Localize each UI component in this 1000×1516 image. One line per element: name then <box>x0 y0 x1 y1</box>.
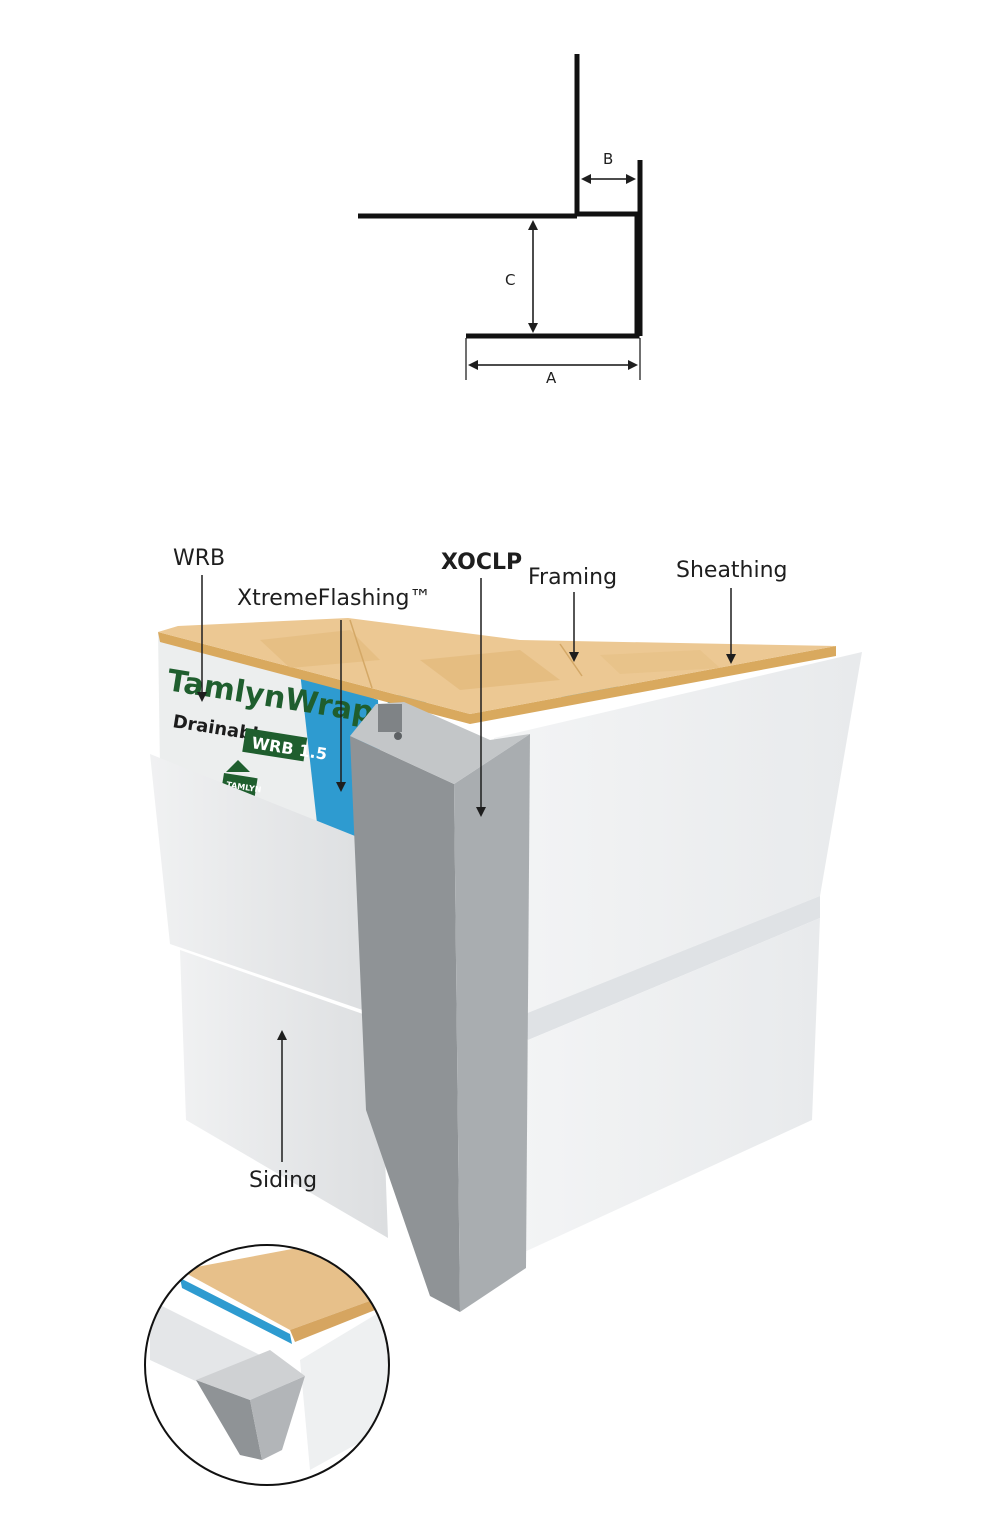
sheathing-edge <box>158 632 836 724</box>
callout-framing: Framing <box>528 565 618 590</box>
xoclp-clip <box>378 704 402 732</box>
inset-blue-flashing <box>180 1278 292 1344</box>
siding-left-upper <box>150 754 380 1016</box>
callout-wrb: WRB <box>173 546 226 571</box>
profile-outline <box>466 54 640 339</box>
inset-border <box>144 1244 390 1486</box>
siding-lap-strip <box>520 896 820 1040</box>
framing-grain-3 <box>600 650 720 674</box>
wrap-logo-badge <box>242 728 308 762</box>
tamlyn-roof-icon <box>226 760 250 772</box>
xoclp-front-face <box>350 736 460 1312</box>
callout-xtreme-flashing: XtremeFlashing™ <box>237 586 432 611</box>
dim-a-label: A <box>546 369 557 387</box>
detail-inset <box>144 1244 390 1486</box>
framing-grain-2 <box>420 650 560 690</box>
inset-metal-side <box>250 1376 305 1460</box>
callout-xoclp: XOCLP <box>441 550 523 575</box>
fastener-screw <box>394 732 402 740</box>
framing-grain-1 <box>260 630 380 668</box>
dim-b-label: B <box>603 150 613 168</box>
callout-siding: Siding <box>249 1168 318 1193</box>
framing-joint-line <box>349 619 373 689</box>
profile-drawing: A B C <box>358 54 643 387</box>
siding-left-lower <box>180 950 388 1238</box>
corner-assembly: TamlynWrap Drainable WRB 1.5 TAMLYN <box>150 618 862 1312</box>
inset-metal-front <box>196 1380 262 1460</box>
xoclp-side-face <box>454 734 530 1312</box>
siding-right-upper <box>494 652 862 1016</box>
callout-sheathing: Sheathing <box>676 558 788 583</box>
dim-c-label: C <box>505 271 515 289</box>
siding-right-lower <box>520 918 820 1254</box>
inset-metal-lip <box>196 1350 305 1400</box>
callout-lines <box>197 575 736 1162</box>
